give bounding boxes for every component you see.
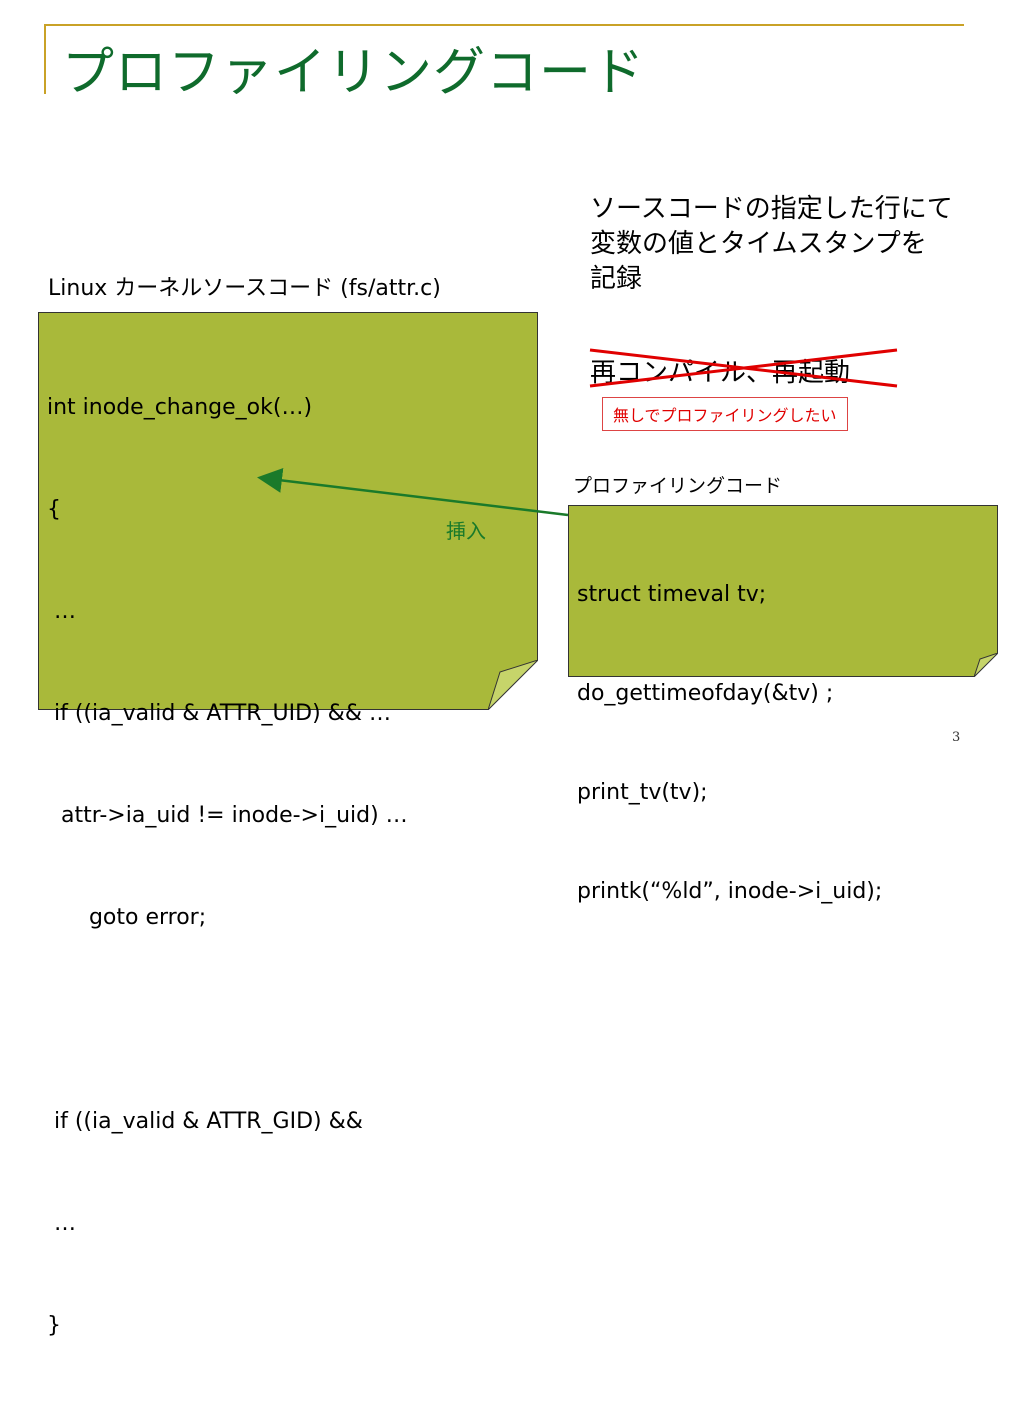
code-line: int inode_change_ok(…) xyxy=(47,395,313,420)
code-line: do_gettimeofday(&tv) ; xyxy=(577,681,834,706)
code-line: printk(“%ld”, inode->i_uid); xyxy=(577,879,883,904)
description-line: ソースコードの指定した行にて xyxy=(590,194,953,224)
left-caption: Linux カーネルソースコード (fs/attr.c) xyxy=(48,276,441,301)
description-line: 変数の値とタイムスタンプを xyxy=(590,229,927,259)
description-line: 記録 xyxy=(590,264,643,294)
code-line: } xyxy=(47,1313,61,1338)
title-rule-top xyxy=(44,24,964,26)
code-line: … xyxy=(47,599,76,624)
code-line: goto error; xyxy=(47,905,207,930)
slide-title: プロファイリングコード xyxy=(62,43,646,103)
profiling-code-note: struct timeval tv; do_gettimeofday(&tv) … xyxy=(568,505,998,904)
code-line: attr->ia_uid != inode->i_uid) … xyxy=(47,803,408,828)
red-cross-out xyxy=(589,348,898,388)
code-line xyxy=(47,1003,408,1037)
page-curl-icon xyxy=(488,660,538,710)
right-caption: プロファイリングコード xyxy=(573,475,783,497)
insert-label: 挿入 xyxy=(446,519,486,543)
page-number: 3 xyxy=(952,730,961,745)
red-note-box: 無しでプロファイリングしたい xyxy=(602,397,848,431)
page-curl-icon xyxy=(974,653,998,677)
profiling-code-lines: struct timeval tv; do_gettimeofday(&tv) … xyxy=(577,512,882,974)
description: ソースコードの指定した行にて 変数の値とタイムスタンプを 記録 xyxy=(590,192,953,297)
kernel-code-note: int inode_change_ok(…) { … if ((ia_valid… xyxy=(38,312,538,1338)
code-line: { xyxy=(47,497,61,522)
code-line: print_tv(tv); xyxy=(577,780,708,805)
title-rule-left xyxy=(44,24,46,94)
code-line: if ((ia_valid & ATTR_GID) && xyxy=(47,1109,363,1134)
struck-text: 再コンパイル、再起動 xyxy=(590,358,851,388)
kernel-code-lines: int inode_change_ok(…) { … if ((ia_valid… xyxy=(47,323,408,1411)
code-line: … xyxy=(47,1211,76,1236)
code-line: struct timeval tv; xyxy=(577,582,767,607)
code-line: if ((ia_valid & ATTR_UID) && … xyxy=(47,701,391,726)
